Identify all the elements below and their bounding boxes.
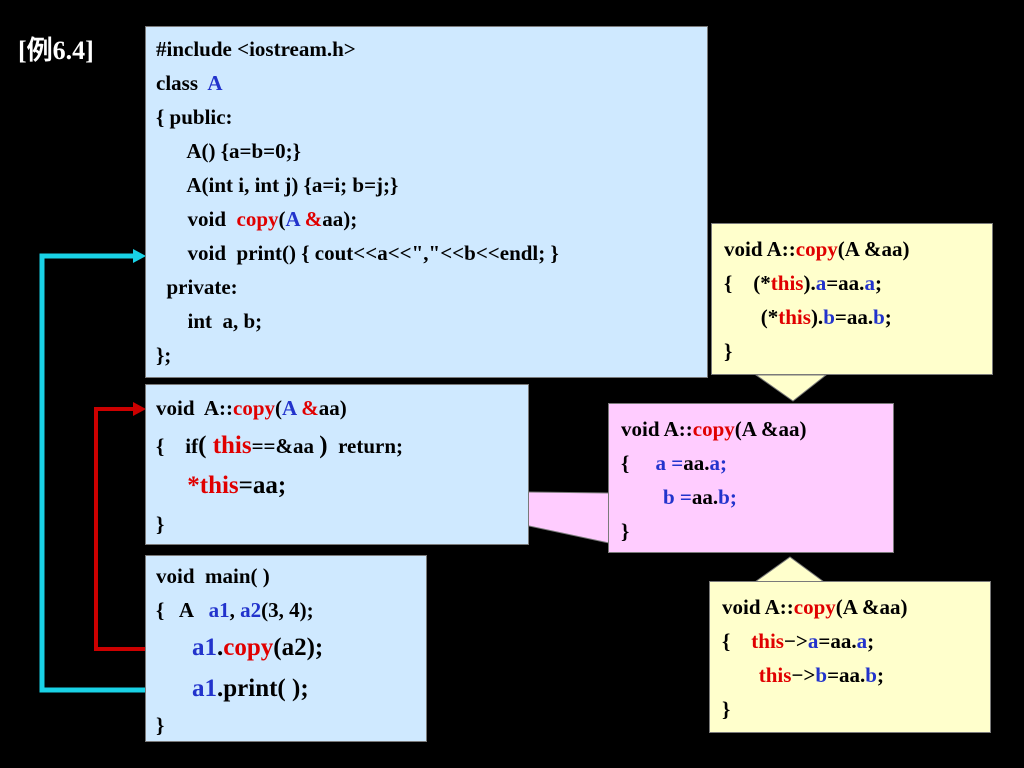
code-line: { a =aa.a; (621, 451, 727, 475)
slide-title: [例6.4] (18, 36, 94, 65)
red-arrowhead (133, 402, 146, 416)
code-line: } (722, 697, 731, 721)
code-line: #include <iostream.h> (156, 37, 356, 61)
code-line: class A (156, 71, 223, 95)
code-line: this−>b=aa.b; (758, 663, 884, 687)
code-line: void A::copy(A &aa) (724, 237, 910, 261)
cyan-connector-line (39, 253, 188, 693)
code-line: void copy(A &aa); (156, 207, 358, 231)
code-line: int a, b; (156, 309, 263, 333)
code-line: A(int i, int j) {a=i; b=j;} (156, 173, 399, 197)
red-connector-line (94, 407, 176, 651)
copy-call-line: a1.copy(a2); (192, 634, 324, 661)
class-definition-box: #include <iostream.h> class A { public: … (145, 26, 708, 378)
code-line: }; (156, 343, 172, 367)
code-line: void main( ) (156, 564, 270, 588)
code-line: b =aa.b; (663, 485, 737, 509)
code-line: void A::copy(A &aa) (621, 417, 807, 441)
yellow-bottom-callout-pointer (753, 556, 826, 583)
code-line: } (724, 339, 733, 363)
code-line: void A::copy(A &aa) (156, 396, 347, 420)
code-line: void A::copy(A &aa) (722, 595, 908, 619)
code-line: { (*this).a=aa.a; (724, 271, 882, 295)
code-line: (*this).b=aa.b; (724, 305, 892, 329)
callout-this-arrow: void A::copy(A &aa) { this−>a=aa.a; this… (709, 581, 991, 733)
code-line: { public: (156, 105, 233, 129)
code-line: } (621, 519, 630, 543)
code-line: { A a1, a2(3, 4); (156, 598, 314, 622)
yellow-top-callout-pointer (754, 374, 828, 402)
code-line: } (156, 713, 165, 737)
code-line: } (156, 512, 165, 536)
print-call-line: a1.print( ); (192, 675, 309, 702)
main-function-box: void main( ) { A a1, a2(3, 4); a1.copy(a… (145, 555, 427, 742)
callout-this-paren: void A::copy(A &aa) { (*this).a=aa.a; (*… (711, 223, 993, 375)
code-line: private: (156, 275, 238, 299)
code-line: *this=aa; (156, 472, 287, 499)
print-declaration-line: void print() { cout<<a<<","<<b<<endl; } (156, 241, 559, 265)
code-line: A() {a=b=0;} (156, 139, 301, 163)
code-line: { this−>a=aa.a; (722, 629, 875, 653)
cyan-arrowhead (133, 249, 146, 263)
copy-function-box: void A::copy(A &aa) { if( this==&aa ) re… (145, 384, 529, 545)
callout-plain-members: void A::copy(A &aa) { a =aa.a; b =aa.b; … (608, 403, 894, 553)
code-line: { if( this==&aa ) return; (156, 432, 404, 459)
